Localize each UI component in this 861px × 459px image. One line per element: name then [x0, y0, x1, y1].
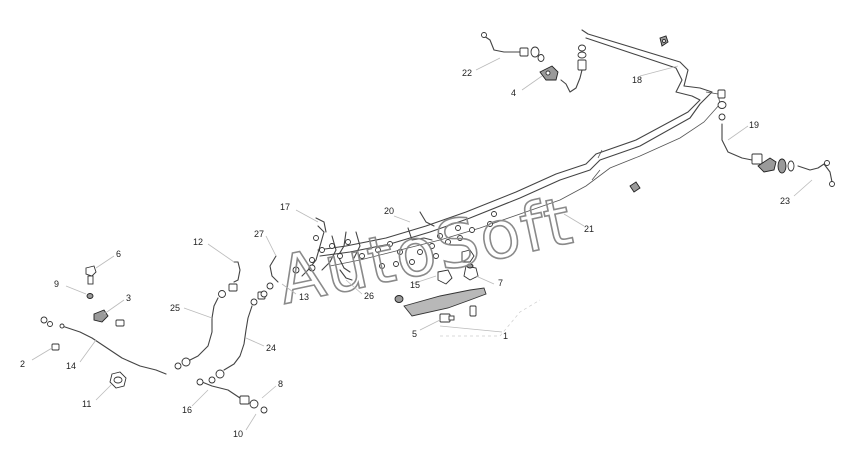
callout-22[interactable]: 22: [462, 68, 472, 78]
callout-3[interactable]: 3: [126, 293, 131, 303]
callout-16[interactable]: 16: [182, 405, 192, 415]
callout-26[interactable]: 26: [364, 291, 374, 301]
right-rear-hose-group: [629, 89, 835, 193]
central-clips-group: [301, 211, 497, 277]
rear-flex-hose-group: [481, 32, 669, 93]
callout-8[interactable]: 8: [278, 379, 283, 389]
front-left-pipes-group: [174, 217, 353, 384]
callout-13[interactable]: 13: [299, 292, 309, 302]
callout-14[interactable]: 14: [66, 361, 76, 371]
callout-27[interactable]: 27: [254, 229, 264, 239]
left-side-parts-group: [40, 265, 167, 389]
callout-17[interactable]: 17: [280, 202, 290, 212]
callout-labels: 1 2 3 4 5 6 7 8 9 10 11 12 13 14 15 16 1…: [20, 68, 790, 439]
callout-18[interactable]: 18: [632, 75, 642, 85]
callout-15[interactable]: 15: [410, 280, 420, 290]
front-flex-hose-group: [196, 378, 268, 414]
mounting-bracket-group: [394, 249, 541, 337]
callout-10[interactable]: 10: [233, 429, 243, 439]
callout-11[interactable]: 11: [82, 399, 91, 409]
callout-5[interactable]: 5: [412, 329, 417, 339]
callout-19[interactable]: 19: [749, 120, 759, 130]
callout-9[interactable]: 9: [54, 279, 59, 289]
callout-7[interactable]: 7: [498, 278, 503, 288]
main-brake-pipe-assembly: [317, 29, 721, 267]
callout-21[interactable]: 21: [584, 224, 594, 234]
callout-12[interactable]: 12: [193, 237, 203, 247]
callout-20[interactable]: 20: [384, 206, 394, 216]
callout-4[interactable]: 4: [511, 88, 516, 98]
callout-24[interactable]: 24: [266, 343, 276, 353]
callout-25[interactable]: 25: [170, 303, 180, 313]
callout-2[interactable]: 2: [20, 359, 25, 369]
watermark-text: AutoSoft: [271, 182, 580, 320]
callout-23[interactable]: 23: [780, 196, 790, 206]
callout-6[interactable]: 6: [116, 249, 121, 259]
callout-1[interactable]: 1: [503, 331, 508, 341]
leader-lines: [31, 57, 813, 431]
